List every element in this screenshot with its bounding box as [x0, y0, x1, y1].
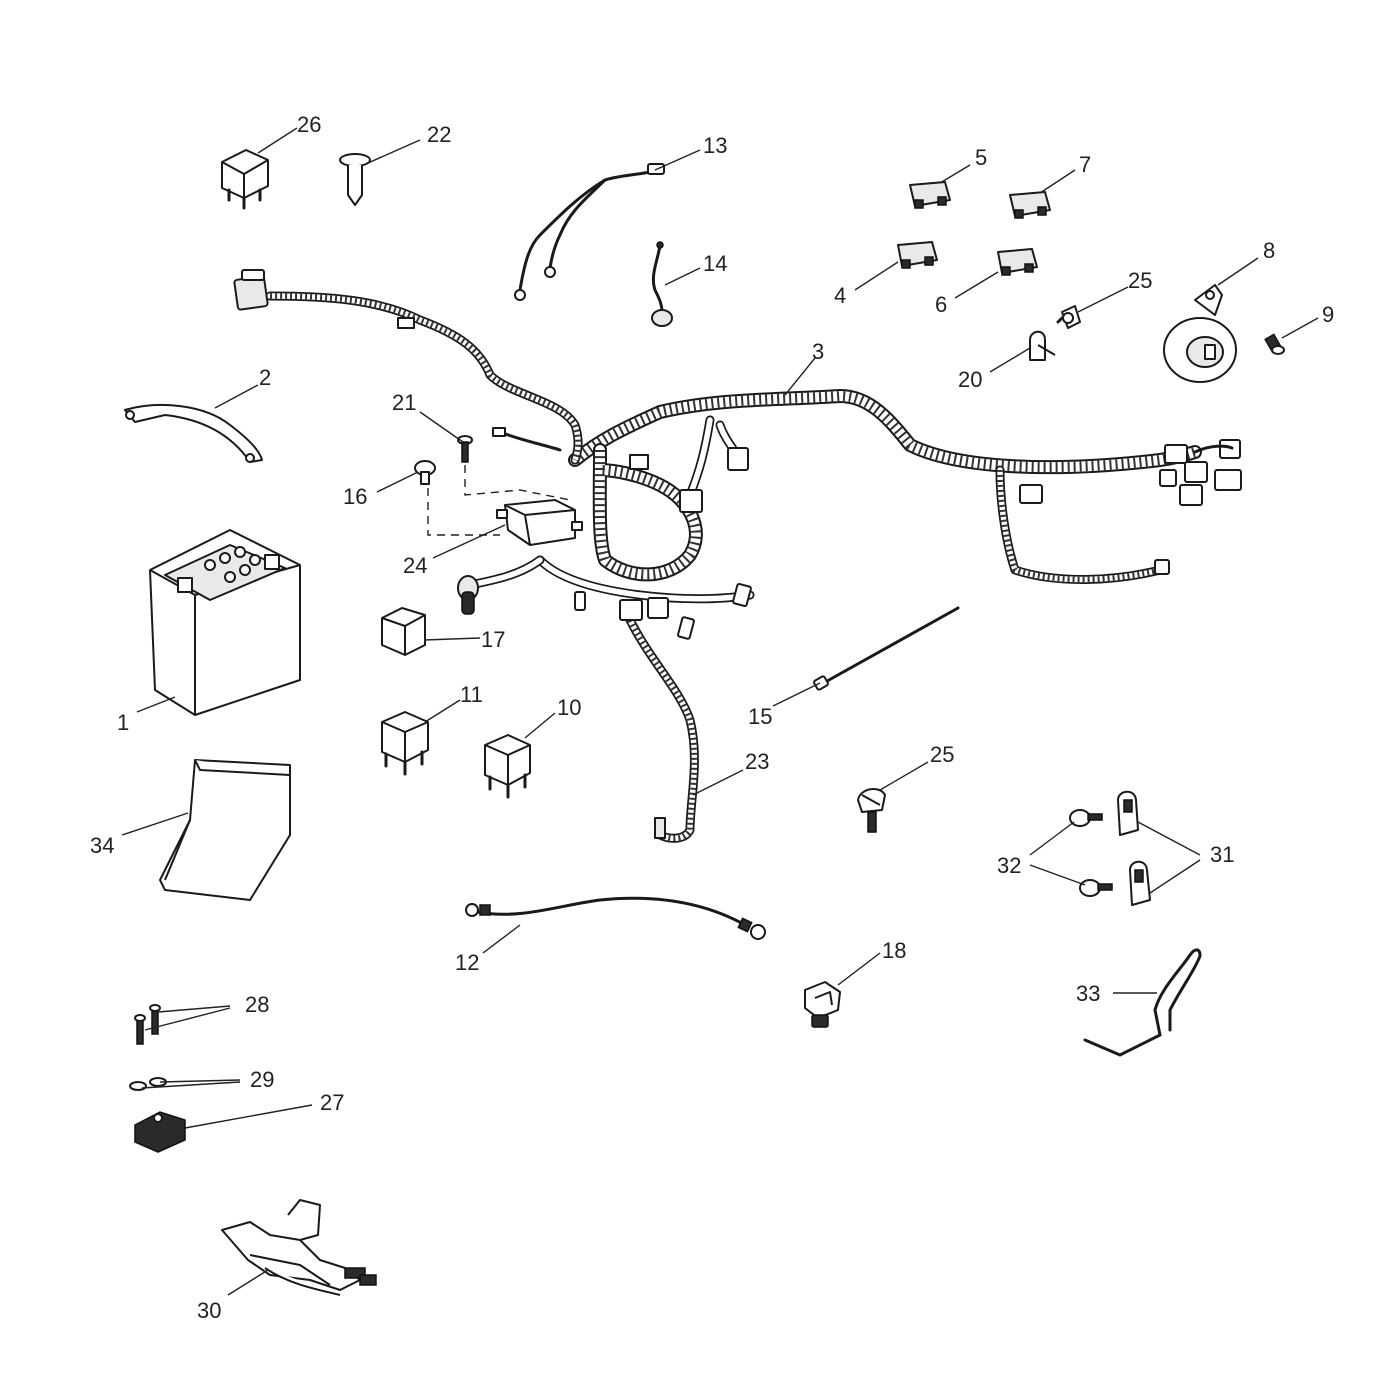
callout-18: 18 [882, 938, 906, 963]
callout-25-bottom: 25 [930, 742, 954, 767]
callout-20: 20 [958, 367, 982, 392]
callout-17: 17 [481, 627, 505, 652]
callout-16: 16 [343, 484, 367, 509]
cable-tie-15[interactable] [813, 606, 960, 691]
fuse-4[interactable] [897, 241, 938, 269]
callout-34: 34 [90, 833, 114, 858]
callout-24: 24 [403, 553, 427, 578]
push-rivet-22[interactable] [339, 153, 371, 206]
switch-18[interactable] [804, 981, 841, 1028]
callout-1: 1 [117, 710, 129, 735]
terminal-cover-27[interactable] [134, 1111, 186, 1153]
callout-32: 32 [997, 853, 1021, 878]
callout-15: 15 [748, 704, 772, 729]
callout-25-top: 25 [1128, 268, 1152, 293]
battery-1[interactable] [149, 529, 301, 716]
callout-12: 12 [455, 950, 479, 975]
clip-25-bottom[interactable] [857, 788, 886, 833]
callout-11: 11 [460, 682, 483, 707]
clip-25-top[interactable] [1056, 305, 1081, 329]
callout-13: 13 [703, 133, 727, 158]
sensor-14[interactable] [651, 241, 673, 327]
callout-21: 21 [392, 390, 416, 415]
wire-hook-33[interactable] [1083, 948, 1202, 1057]
callout-5: 5 [975, 145, 987, 170]
callout-14: 14 [703, 251, 727, 276]
screw-32-bottom[interactable] [1079, 879, 1113, 897]
rivet-16[interactable] [414, 460, 436, 485]
callout-labels: 26 22 13 14 5 7 4 6 25 8 9 20 3 2 21 16 … [90, 112, 1334, 1323]
callout-7: 7 [1079, 152, 1091, 177]
callout-4: 4 [834, 283, 846, 308]
callout-33: 33 [1076, 981, 1100, 1006]
leader-lines [121, 127, 1319, 1296]
callout-2: 2 [259, 365, 271, 390]
clip-31-bottom[interactable] [1129, 860, 1151, 906]
callout-28: 28 [245, 992, 269, 1017]
bracket-assembly-30[interactable] [221, 1199, 377, 1296]
relay-11[interactable] [381, 711, 429, 776]
callout-22: 22 [427, 122, 451, 147]
battery-cover-34[interactable] [159, 759, 291, 901]
callout-29: 29 [250, 1067, 274, 1092]
relay-10[interactable] [484, 734, 531, 799]
fuse-7[interactable] [1009, 191, 1051, 219]
callout-10: 10 [557, 695, 581, 720]
bracket-2[interactable] [124, 404, 263, 463]
callout-30: 30 [197, 1298, 221, 1323]
callout-3: 3 [812, 339, 824, 364]
callout-23: 23 [745, 749, 769, 774]
bolts-28[interactable] [134, 1004, 161, 1045]
callout-27: 27 [320, 1090, 344, 1115]
control-module-24[interactable] [427, 465, 583, 546]
screw-32-top[interactable] [1069, 809, 1103, 827]
earth-lead-12[interactable] [465, 896, 766, 940]
callout-8: 8 [1263, 238, 1275, 263]
callout-31: 31 [1210, 842, 1234, 867]
callout-6: 6 [935, 292, 947, 317]
relay-17[interactable] [381, 607, 426, 656]
fuse-5[interactable] [909, 181, 951, 209]
relay-26[interactable] [221, 149, 269, 210]
lead-13[interactable] [514, 163, 665, 301]
fuse-6[interactable] [997, 248, 1038, 276]
clip-20[interactable] [1029, 330, 1056, 361]
clip-31-top[interactable] [1117, 790, 1139, 836]
callout-9: 9 [1322, 302, 1334, 327]
screw-9[interactable] [1264, 333, 1285, 355]
main-wiring-harness[interactable] [233, 269, 1242, 843]
callout-26: 26 [297, 112, 321, 137]
screw-21[interactable] [457, 435, 473, 463]
horn-8[interactable] [1163, 284, 1237, 383]
